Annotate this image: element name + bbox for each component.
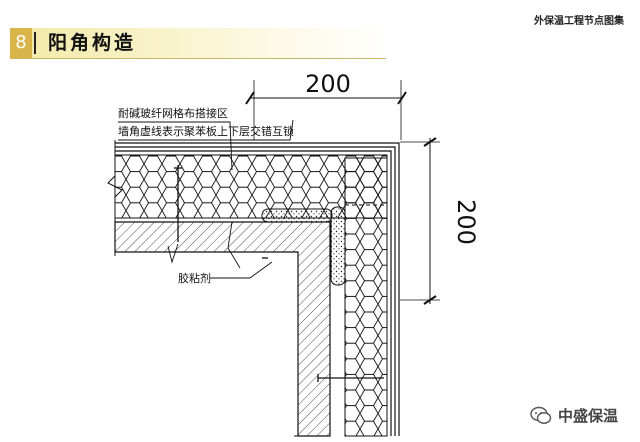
insulation-board-vertical	[344, 157, 388, 437]
plaster-mesh-layers	[115, 142, 400, 436]
dimension-right	[400, 137, 440, 305]
section-divider	[34, 32, 36, 54]
dimension-right-label: 200	[452, 199, 480, 245]
break-lines	[107, 140, 308, 437]
annotation-adhesive: 胶粘剂	[178, 271, 211, 285]
dimension-top	[245, 80, 407, 140]
leader-lines	[118, 119, 294, 279]
dimension-top-label: 200	[305, 70, 351, 98]
annotation-staggered-boards: 墙角虚线表示聚苯板上下层交错互锁	[118, 124, 294, 138]
adhesive-strip-vertical	[330, 206, 346, 286]
watermark-text: 中盛保温	[558, 407, 619, 425]
annotation-mesh-overlap: 耐碱玻纤网格布搭接区	[118, 106, 228, 120]
base-wall	[114, 221, 331, 437]
section-header-bar	[10, 28, 386, 59]
wechat-icon	[530, 406, 552, 424]
anchor-bolts	[174, 165, 384, 382]
adhesive-strip-horizontal	[261, 208, 333, 223]
watermark: 中盛保温	[530, 405, 618, 426]
document-title: 外保温工程节点图集	[534, 16, 624, 27]
section-title: 阳角构造	[48, 32, 137, 54]
section-number: 8	[10, 28, 32, 58]
